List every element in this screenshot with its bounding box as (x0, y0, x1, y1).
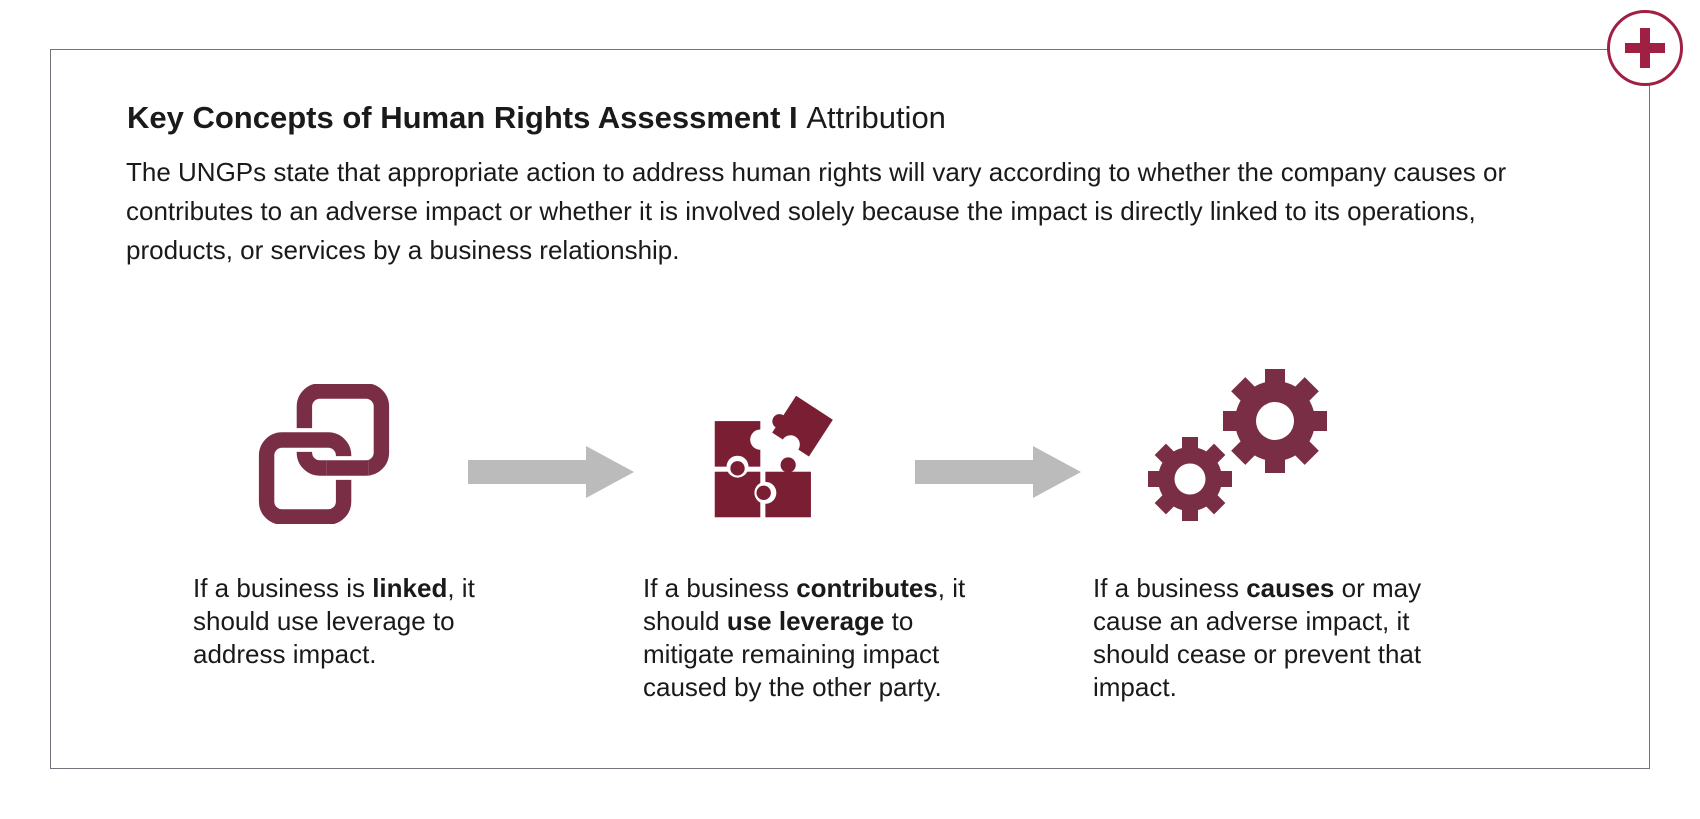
page-title: Key Concepts of Human Rights Assessment … (127, 98, 946, 138)
intro-paragraph: The UNGPs state that appropriate action … (126, 157, 1507, 265)
right-arrow-icon (468, 446, 634, 503)
step-caption-contributes: If a business contributes, it should use… (643, 573, 966, 702)
step-caption-linked: If a business is linked, it should use l… (193, 573, 475, 669)
right-arrow-icon (915, 446, 1081, 503)
link-icon (254, 383, 394, 529)
step-caption-causes: If a business causes or may cause an adv… (1093, 573, 1422, 702)
puzzle-icon (708, 390, 843, 523)
expand-button[interactable] (1607, 10, 1683, 86)
plus-icon (1622, 25, 1668, 71)
title-sub: Attribution (806, 100, 946, 135)
gears-icon (1138, 343, 1353, 528)
content-frame (50, 49, 1650, 769)
title-main: Key Concepts of Human Rights Assessment … (127, 100, 798, 135)
